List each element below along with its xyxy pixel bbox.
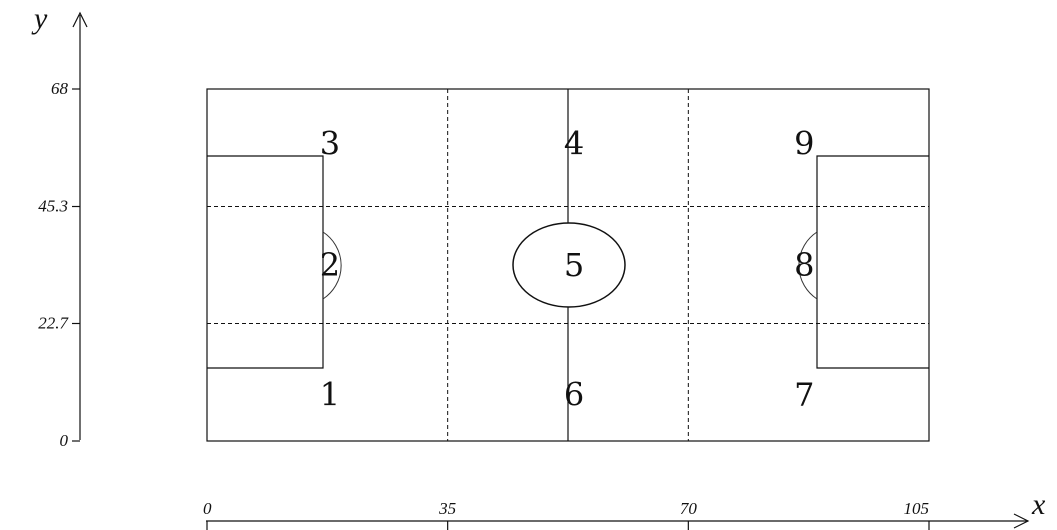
zone-label-3: 3: [320, 124, 340, 162]
x-axis: x 0 35 70 105: [203, 488, 1046, 530]
zone-label-2: 2: [320, 246, 340, 284]
x-tick-label: 0: [203, 499, 212, 518]
zone-label-6: 6: [564, 375, 584, 413]
y-tick-label: 45.3: [38, 197, 68, 216]
x-axis-name: x: [1031, 488, 1046, 521]
zone-label-7: 7: [794, 375, 814, 413]
x-tick-label: 35: [438, 499, 456, 518]
y-axis-name: y: [31, 2, 48, 35]
y-tick-label: 68: [51, 79, 69, 98]
zone-label-9: 9: [794, 124, 814, 162]
x-axis-ticks: 0 35 70 105: [203, 499, 930, 530]
x-axis-arrowhead: [1013, 513, 1030, 529]
x-tick-label: 70: [680, 499, 698, 518]
zone-label-5: 5: [564, 246, 584, 284]
y-tick-label: 22.7: [38, 313, 69, 332]
left-penalty-arc: [322, 231, 342, 300]
left-penalty-area: [207, 155, 324, 369]
zone-labels: 1 2 3 4 5 6 7 8 9: [320, 124, 815, 413]
zone-dividers: [207, 89, 929, 441]
right-penalty-area: [816, 155, 929, 369]
zone-label-8: 8: [794, 246, 814, 284]
zone-label-4: 4: [564, 124, 584, 162]
right-penalty-arc: [798, 231, 818, 300]
y-axis: y 68 45.3 22.7 0: [31, 2, 88, 450]
y-axis-ticks: 68 45.3 22.7 0: [38, 79, 80, 450]
x-tick-label: 105: [904, 499, 930, 518]
centre-circle: [512, 222, 626, 308]
y-axis-arrowhead: [72, 11, 88, 28]
zone-label-1: 1: [320, 375, 340, 413]
pitch: 1 2 3 4 5 6 7 8 9: [206, 88, 930, 442]
y-tick-label: 0: [60, 431, 69, 450]
